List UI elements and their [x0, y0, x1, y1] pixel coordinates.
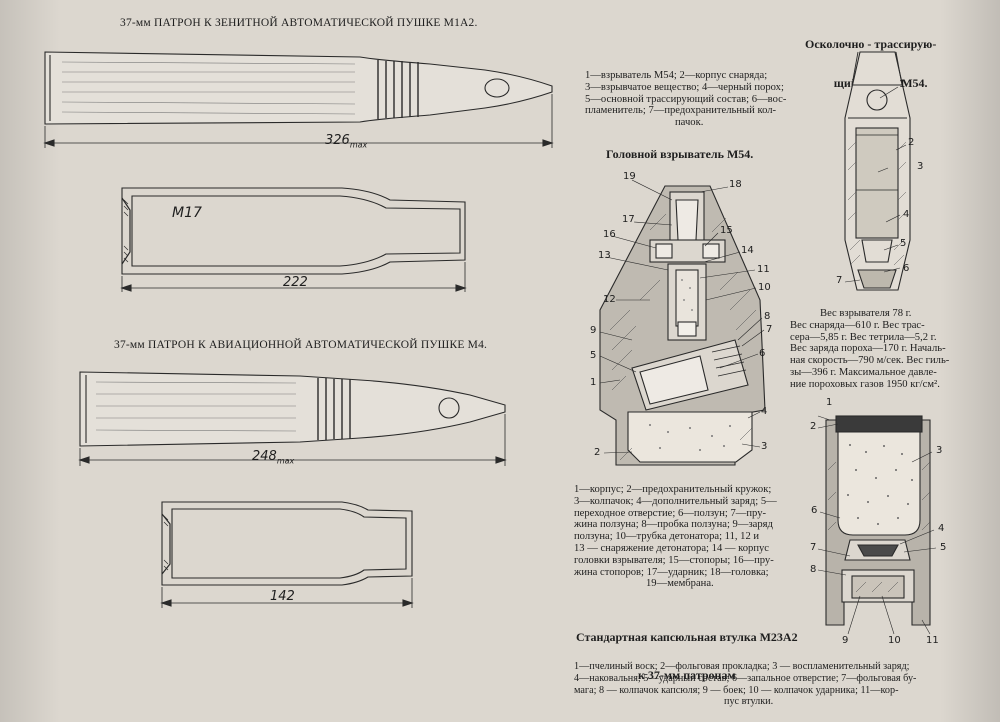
m17-case-marking: M17 [172, 205, 202, 221]
fuze-callout: 16 [603, 229, 616, 240]
fuze-legend-line: переходное отверстие; 6—ползун; 7—пру- [574, 507, 767, 519]
primer-callout: 6 [811, 505, 818, 516]
m1a2-length-dimension: 326max [325, 133, 368, 150]
fuze-callout: 14 [741, 245, 754, 256]
spec-line: Вес снаряда—610 г. Вес трас- [790, 319, 925, 331]
primer-callout: 11 [926, 635, 939, 646]
primer-legend-line: 4—наковальня; 5—ударный состав; 6—запаль… [574, 672, 917, 684]
fuze-legend-line: жина стопоров; 17—ударник; 18—головка; [574, 566, 769, 578]
primer-callout: 1 [826, 397, 833, 408]
spec-line: ная скорость—790 м/сек. Вес гиль- [790, 355, 950, 367]
fuze-callout: 15 [720, 225, 733, 236]
spec-line: зы—396 г. Максимальное давле- [790, 366, 937, 378]
m4-length-dimension: 248max [252, 449, 295, 466]
primer-legend-line: 1—пчелиный воск; 2—фольговая прокладка; … [574, 661, 910, 672]
fuze-callout: 3 [761, 441, 768, 452]
projectile-legend-line: 3—взрывчатое вещество; 4—черный порох; [585, 81, 784, 93]
projectile-callout: 3 [917, 161, 924, 172]
fuze-callout: 18 [729, 179, 742, 190]
projectile-callout: 4 [903, 209, 910, 220]
primer-callout: 4 [938, 523, 945, 534]
spec-line: Вес взрывателя 78 г. [820, 308, 912, 319]
title-primer: Стандартная капсюльная втулка М23А2 к 37… [576, 607, 798, 705]
primer-callout: 5 [940, 542, 947, 553]
fuze-callout: 4 [761, 406, 768, 417]
projectile-callout: 2 [908, 137, 915, 148]
spec-line: сера—5,85 г. Вес тетрила—5,2 г. [790, 331, 937, 343]
spec-line: Вес заряда пороха—170 г. Началь- [790, 343, 946, 355]
fuze-callout: 2 [594, 447, 601, 458]
fuze-callout: 19 [623, 171, 636, 182]
title-m4-cartridge: 37-мм ПАТРОН К АВИАЦИОННОЙ АВТОМАТИЧЕСКО… [114, 339, 488, 351]
primer-callout: 3 [936, 445, 943, 456]
fuze-callout: 10 [758, 282, 771, 293]
m4-case-length-dimension: 142 [270, 589, 295, 604]
fuze-legend-line: жина ползуна; 8—пробка ползуна; 9—заряд [574, 519, 773, 531]
fuze-legend-line: 1—корпус; 2—предохранительный кружок; [574, 484, 772, 495]
projectile-legend-line: пламенитель; 7—предохранительный кол- [585, 105, 777, 117]
fuze-callout: 8 [764, 311, 771, 322]
fuze-legend-line: 3—колпачок; 4—дополнительный заряд; 5— [574, 495, 777, 507]
fuze-callout: 11 [757, 264, 770, 275]
primer-legend: 1—пчелиный воск; 2—фольговая прокладка; … [574, 661, 966, 708]
spec-line: ние пороховых газов 1950 кг/см². [790, 378, 940, 390]
primer-legend-line: мага; 8 — колпачок капсюля; 9 — боек; 10… [574, 684, 899, 696]
fuze-callout: 1 [590, 377, 597, 388]
primer-legend-line: пус втулки. [724, 696, 774, 708]
fuze-callout: 7 [766, 324, 773, 335]
title-m54-fuze: Головной взрыватель М54. [606, 147, 754, 161]
fuze-callout: 9 [590, 325, 597, 336]
fuze-legend: 1—корпус; 2—предохранительный кружок; 3—… [574, 484, 792, 590]
projectile-callout: 1 [899, 79, 906, 90]
fuze-legend-line: 19—мембрана. [646, 578, 714, 590]
projectile-specs: Вес взрывателя 78 г. Вес снаряда—610 г. … [790, 308, 965, 391]
title-line: к 37-мм патронам [637, 668, 736, 682]
projectile-legend-line: 5—основной трассирующий состав; 6—вос- [585, 93, 787, 105]
title-m1a2-cartridge: 37-мм ПАТРОН К ЗЕНИТНОЙ АВТОМАТИЧЕСКОЙ П… [120, 17, 478, 29]
title-line: Стандартная капсюльная втулка М23А2 [576, 630, 798, 644]
fuze-callout: 6 [759, 348, 766, 359]
primer-callout: 8 [810, 564, 817, 575]
title-line: Осколочно - трассирую- [805, 37, 937, 51]
projectile-callout: 6 [903, 263, 910, 274]
projectile-legend: 1—взрыватель М54; 2—корпус снаряда; 3—вз… [585, 70, 800, 129]
fuze-callout: 12 [603, 294, 616, 305]
projectile-legend-line: 1—взрыватель М54; 2—корпус снаряда; [585, 70, 768, 81]
primer-callout: 10 [888, 635, 901, 646]
fuze-legend-line: 13 — снаряжение детонатора; 14 — корпус [574, 542, 770, 554]
projectile-legend-line: пачок. [675, 117, 704, 129]
primer-callout: 7 [810, 542, 817, 553]
projectile-callout: 7 [836, 275, 843, 286]
primer-callout: 2 [810, 421, 817, 432]
fuze-legend-line: головки взрывателя; 15—стопоры; 16—пру- [574, 554, 774, 566]
fuze-callout: 17 [622, 214, 635, 225]
m1a2-case-length-dimension: 222 [283, 275, 308, 290]
fuze-callout: 5 [590, 350, 597, 361]
projectile-callout: 5 [900, 238, 907, 249]
primer-callout: 9 [842, 635, 849, 646]
fuze-callout: 13 [598, 250, 611, 261]
fuze-legend-line: ползуна; 10—трубка детонатора; 11, 12 и [574, 531, 760, 543]
